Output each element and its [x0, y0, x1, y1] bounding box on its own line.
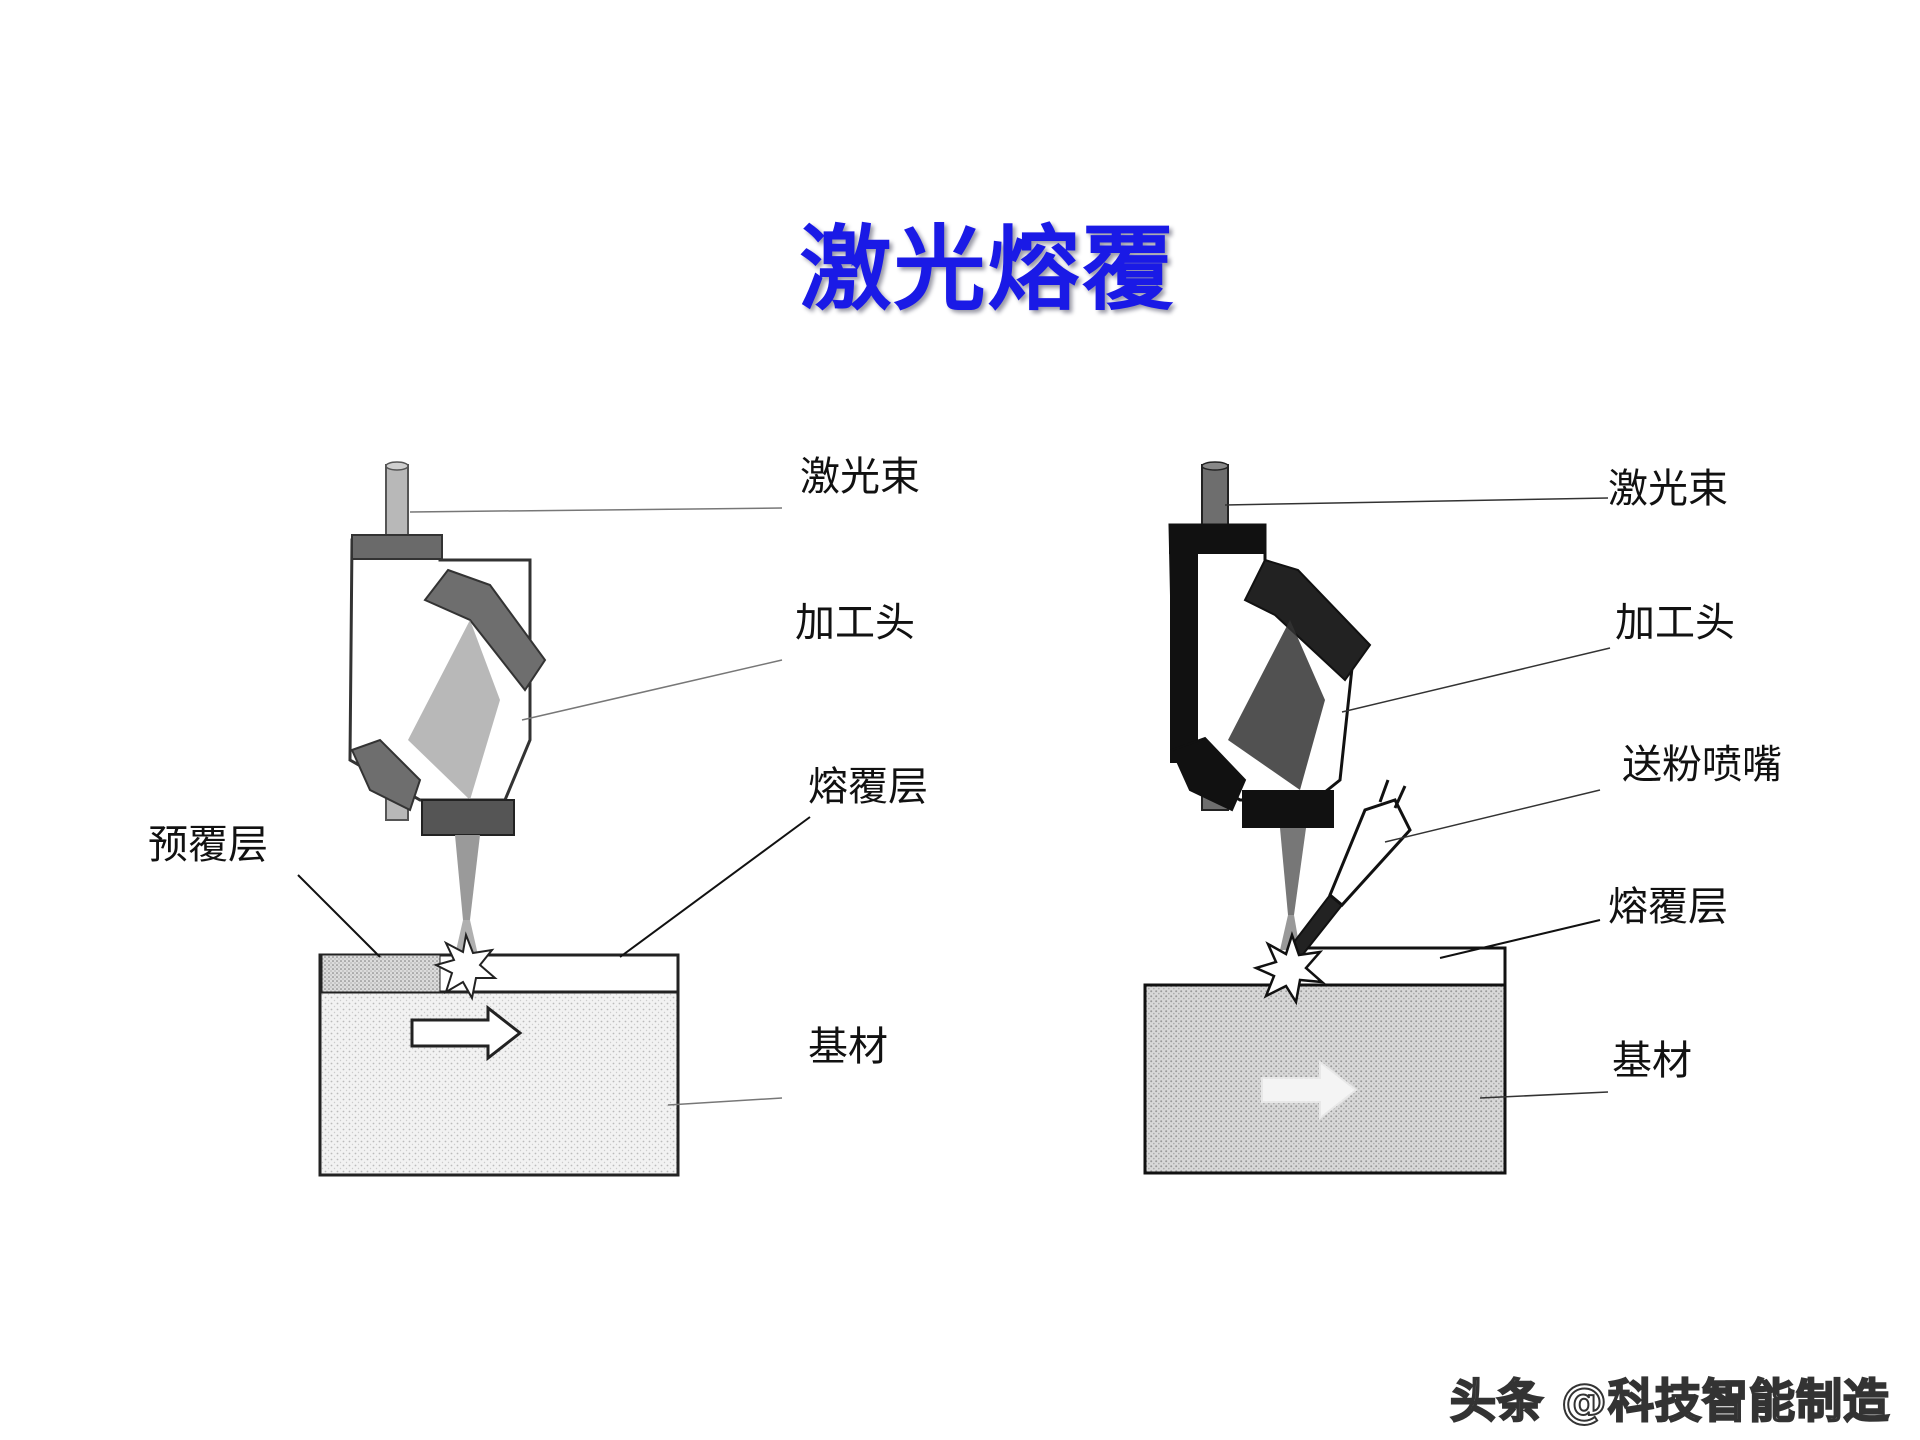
right-label-clad-layer: 熔覆层: [1608, 884, 1728, 930]
left-direction-arrow: [410, 1004, 523, 1062]
left-label-preplaced-layer: 预覆层: [148, 822, 268, 868]
right-diagram: 激光束 加工头 送粉喷嘴 熔覆层 基材: [1143, 461, 1782, 1175]
right-mirror-lower: [1170, 736, 1247, 812]
page-title: 激光熔覆: [799, 216, 1176, 323]
right-label-substrate: 基材: [1612, 1038, 1692, 1084]
right-head-nozzle: [1242, 790, 1334, 828]
right-direction-arrow: [1261, 1059, 1358, 1121]
left-focus-beam: [455, 835, 480, 920]
right-mirror-upper: [1243, 558, 1372, 682]
right-label-processing-head: 加工头: [1615, 600, 1735, 646]
right-focus-beam: [1280, 828, 1306, 915]
watermark: 头条 @科技智能制造: [1449, 1373, 1891, 1429]
left-label-substrate: 基材: [808, 1024, 888, 1070]
left-melt-spark: [433, 931, 498, 1001]
left-label-processing-head: 加工头: [795, 600, 915, 646]
left-label-clad-layer: 熔覆层: [808, 764, 928, 810]
right-label-powder-nozzle: 送粉喷嘴: [1622, 742, 1782, 788]
right-melt-spark: [1252, 931, 1326, 1006]
right-label-laser-beam: 激光束: [1608, 466, 1728, 512]
left-label-laser-beam: 激光束: [800, 454, 920, 500]
left-diagram: 激光束 加工头 熔覆层 预覆层 基材: [148, 454, 928, 1177]
right-clad-layer-strip: [1288, 946, 1507, 987]
left-mirror-upper: [423, 568, 547, 692]
right-powder-nozzle: [1286, 779, 1412, 960]
left-head-nozzle: [421, 799, 515, 836]
left-mirror-lower: [350, 738, 422, 812]
left-preplaced-layer-strip: [321, 954, 441, 993]
